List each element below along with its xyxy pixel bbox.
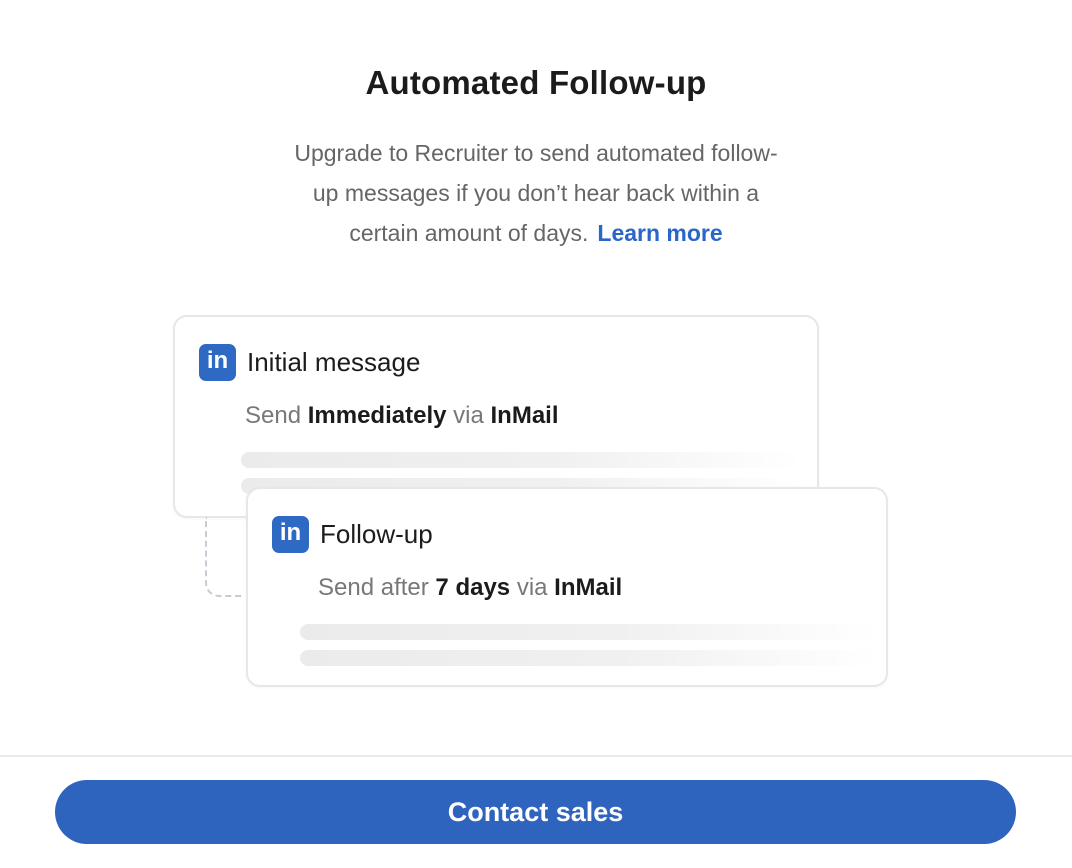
send-prefix: Send [245, 402, 302, 429]
send-timing: Immediately [307, 402, 447, 429]
send-channel: InMail [490, 402, 559, 429]
send-via: via [453, 402, 484, 429]
skeleton-line [300, 650, 878, 666]
card-header: in Follow-up [272, 516, 433, 553]
send-channel: InMail [554, 574, 623, 601]
description-line: up messages if you don’t hear back withi… [312, 180, 760, 206]
linkedin-icon: in [272, 516, 309, 553]
card-title: Initial message [247, 347, 421, 377]
description-line: certain amount of days. Learn more [0, 213, 1072, 253]
description: Upgrade to Recruiter to send automated f… [0, 133, 1072, 253]
dashed-connector [205, 517, 243, 597]
card-subtitle: Send Immediately via InMail [245, 402, 559, 430]
card-title: Follow-up [320, 519, 433, 549]
send-timing: 7 days [435, 574, 511, 601]
skeleton-line [241, 452, 803, 468]
linkedin-icon: in [199, 344, 236, 381]
send-via: via [516, 574, 548, 601]
description-line: Upgrade to Recruiter to send automated f… [294, 140, 778, 166]
card-subtitle: Send after 7 days via InMail [318, 574, 622, 602]
skeleton-line [300, 624, 878, 640]
page-title: Automated Follow-up [365, 64, 707, 101]
divider [0, 755, 1072, 757]
contact-sales-button[interactable]: Contact sales [55, 780, 1016, 844]
card-header: in Initial message [199, 344, 420, 381]
message-card-initial: in Initial message Send Immediately via … [173, 315, 819, 518]
description-line-text: certain amount of days. [349, 220, 589, 246]
learn-more-link[interactable]: Learn more [597, 220, 723, 246]
message-card-followup: in Follow-up Send after 7 days via InMai… [246, 487, 888, 687]
send-prefix: Send after [318, 574, 429, 601]
